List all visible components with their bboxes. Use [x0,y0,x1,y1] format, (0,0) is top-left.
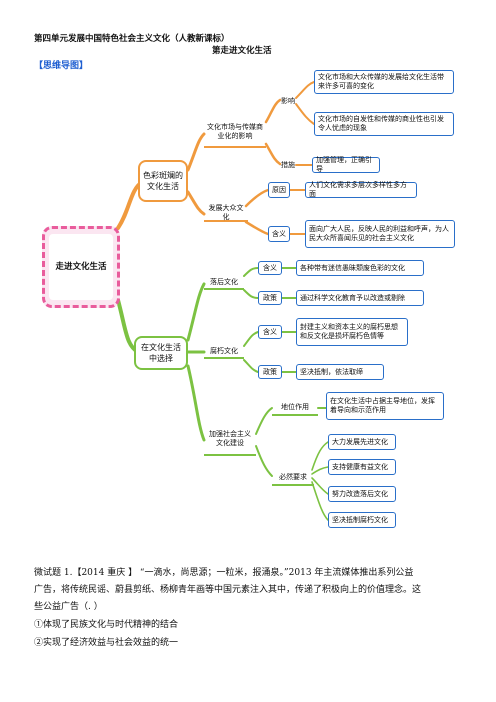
connector-req-item2 [311,466,329,475]
question-line-2: 广告，将传统民谣、蔚县剪纸、杨柳青年画等中国元素注入其中，传递了积极向上的价值理… [34,585,422,595]
center-label: 走进文化生活 [49,234,113,300]
connector-req-item1 [311,441,329,471]
branch1-effect-item2: 文化市场的自发性和传媒的商业性也引发令人忧虑的现象 [314,112,454,136]
branch1-sub2-label: 发展大众文化 [204,204,248,222]
branch2-requirement-label: 必然要求 [272,470,314,486]
connector-advanced-status [255,407,273,435]
branch1-effect-item1: 文化市场和大众传媒的发展给文化生活带来许多可喜的变化 [314,70,454,94]
branch1-sub1-label: 文化市场与传媒商业化的影响 [204,118,266,148]
connector-decadent-meaning [243,331,259,347]
branch2-backward-meaning-item: 各种带有迷信愚昧颓废色彩的文化 [296,260,424,276]
branch1-meaning-item: 面向广大人民，反映人民的利益和呼声，为人民大众所喜闻乐见的社会主义文化 [305,220,455,248]
question-line-1: 微试题 1.【2014 重庆 】 “一滴水，尚思源；一粒米，报涌泉。”2013 … [34,568,414,578]
mindmap-connectors [116,81,329,521]
connector-backward-meaning [243,267,259,277]
branch2-requirement-item4: 坚决抵制腐朽文化 [328,512,396,528]
connector-backward-attitude [243,289,259,299]
question-line-3: 些公益广告（. ） [34,602,103,612]
branch1-effect-label: 影响 [281,96,295,105]
branch2-decadent-meaning-label: 含义 [258,325,282,339]
branch2-decadent-attitude-label: 政策 [258,365,282,379]
branch2-requirement-item1: 大力发展先进文化 [328,434,396,450]
lesson-title: 第走进文化生活 [212,46,272,56]
question-option-2: ②实现了经济效益与社会效益的统一 [34,638,179,648]
branch2-status-item: 在文化生活中占据主导地位，发挥着导向和示范作用 [326,392,444,420]
branch2-decadent-attitude-item: 坚决抵制，依法取缔 [296,364,384,380]
branch2-decadent-meaning-item: 封建主义和资本主义的腐朽思想和反文化是损坏腐朽色情等 [296,318,408,346]
branch1-node: 色彩斑斓的文化生活 [138,160,188,202]
connector-req-item3 [311,477,329,495]
mindmap-section-label: 【思维导图】 [34,61,89,71]
connector-effect-item1 [295,81,315,99]
branch1-measure-label: 措施 [281,160,295,169]
connector-branch2-backward [186,282,206,342]
connector-branch1-sub2 [186,190,206,216]
branch2-requirement-item2: 支持健康有益文化 [328,459,396,475]
connector-branch2-advanced [186,364,206,442]
question-option-1: ①体现了民族文化与时代精神的结合 [34,620,179,630]
connector-sub2-meaning [244,220,270,236]
branch2-backward-meaning-label: 含义 [258,261,282,275]
unit-title: 第四单元发展中国特色社会主义文化（人教新课标） [34,34,230,44]
branch2-advanced-label: 加强社会主义文化建设 [204,424,256,456]
mindmap-center-node: 走进文化生活 [42,226,120,308]
connector-advanced-requirement [255,445,273,477]
branch2-requirement-item3: 努力改造落后文化 [328,486,396,502]
branch1-meaning-label: 含义 [268,226,290,242]
branch1-measure-item: 加强管理，正确引导 [312,156,380,173]
branch2-status-label: 地位作用 [272,400,318,416]
branch1-reason-label: 原因 [268,182,290,198]
connector-req-item4 [311,481,329,521]
branch2-decadent-label: 腐朽文化 [204,345,244,359]
branch2-backward-attitude-item: 通过科学文化教育予以改造或剔除 [296,290,424,306]
connector-branch1-sub1 [186,132,206,172]
branch2-backward-attitude-label: 政策 [258,291,282,305]
connector-sub1-effect [264,98,282,124]
branch1-reason-item: 人们文化需求多层次多样性多方面 [305,181,417,198]
branch2-node: 在文化生活中选择 [134,336,188,370]
connector-sub1-measure [264,142,282,166]
connector-decadent-attitude [243,359,259,373]
connector-sub2-reason [244,188,270,208]
branch2-backward-label: 落后文化 [204,276,244,290]
connector-effect-item2 [295,103,315,125]
